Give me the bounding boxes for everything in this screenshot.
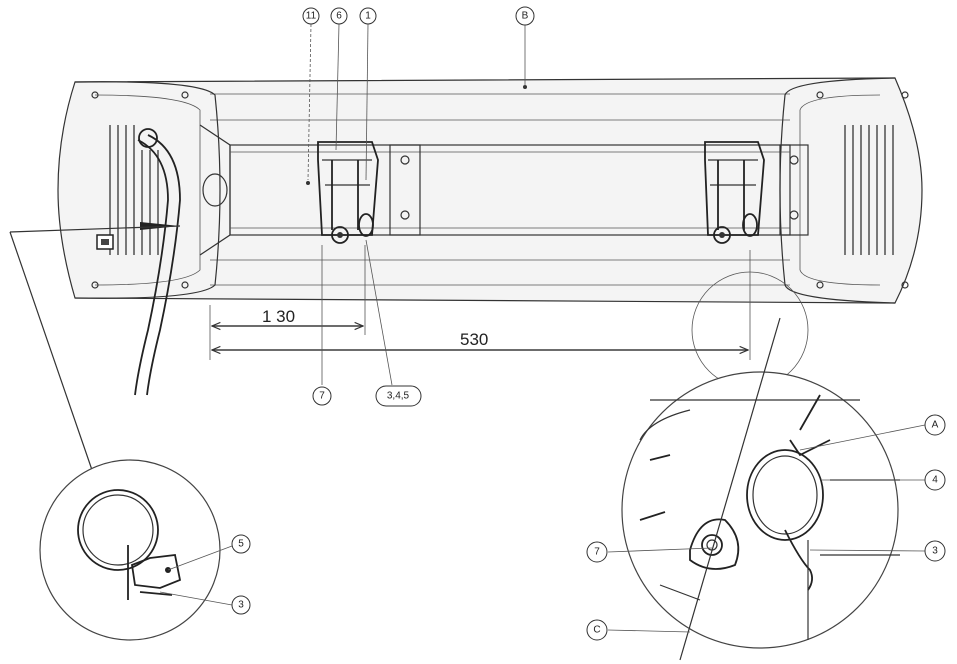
callout-1: 1 — [359, 7, 377, 25]
callout-6: 6 — [330, 7, 348, 25]
callout-c: C — [586, 619, 608, 641]
callout-3-right: 3 — [924, 540, 946, 562]
svg-text:7: 7 — [594, 547, 600, 558]
left-detail-view — [39, 459, 233, 641]
svg-text:5: 5 — [238, 539, 244, 550]
right-bracket — [704, 141, 765, 244]
right-detail-view — [621, 371, 900, 649]
svg-text:4: 4 — [932, 475, 938, 486]
left-grille — [109, 125, 159, 255]
svg-text:11: 11 — [306, 11, 317, 22]
left-bracket — [317, 141, 379, 244]
callout-5-left: 5 — [231, 534, 251, 554]
power-cable — [134, 128, 181, 396]
svg-text:7: 7 — [319, 391, 325, 402]
right-grille — [844, 125, 894, 255]
heater-body — [57, 77, 923, 304]
svg-text:1: 1 — [365, 11, 371, 22]
callout-7-right: 7 — [586, 541, 608, 563]
callout-7: 7 — [312, 386, 332, 406]
svg-text:B: B — [522, 11, 529, 22]
svg-text:C: C — [593, 625, 600, 636]
dimension-530: 530 — [460, 330, 488, 349]
svg-text:6: 6 — [336, 11, 342, 22]
callout-4: 4 — [924, 469, 946, 491]
svg-text:A: A — [932, 420, 939, 431]
svg-text:3: 3 — [238, 600, 244, 611]
dimension-lines — [209, 245, 751, 360]
dimension-130: 1 30 — [262, 307, 295, 326]
callout-a: A — [924, 414, 946, 436]
svg-text:3,4,5: 3,4,5 — [387, 391, 410, 402]
callout-b: B — [515, 6, 535, 26]
callout-3-4-5: 3,4,5 — [375, 385, 422, 407]
callout-11: 11 — [302, 7, 320, 25]
svg-text:3: 3 — [932, 546, 938, 557]
callout-3-left: 3 — [231, 595, 251, 615]
